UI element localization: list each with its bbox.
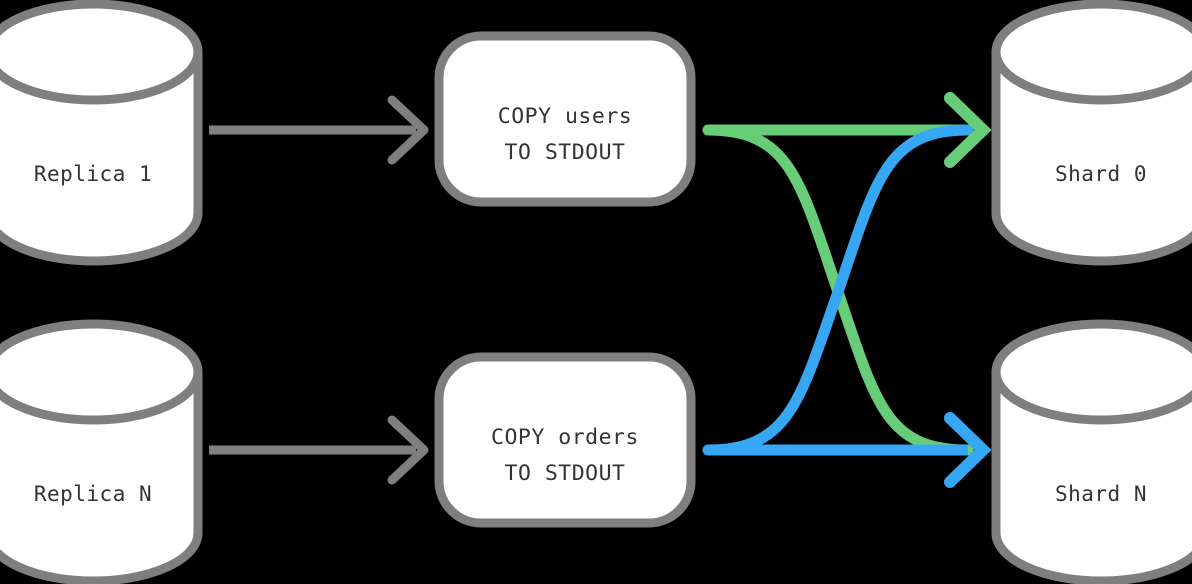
arrow-head xyxy=(387,415,429,485)
arrow-head xyxy=(387,95,429,165)
replica-n-body xyxy=(0,367,203,584)
connector-replica-n-to-copy-orders xyxy=(209,415,429,485)
replica-1-body xyxy=(0,47,203,266)
node-replica-1[interactable] xyxy=(0,0,203,266)
node-copy-users[interactable] xyxy=(434,31,696,207)
node-shard-0[interactable] xyxy=(991,0,1192,266)
shard-0-body xyxy=(991,47,1192,266)
shard-0-top-ellipse xyxy=(991,0,1192,105)
replica-1-top-ellipse xyxy=(0,0,203,105)
connector-orders-to-shard-0 xyxy=(702,124,974,456)
connector-replica-1-to-copy-users xyxy=(209,95,429,165)
node-shard-n[interactable] xyxy=(991,319,1192,584)
arrowhead-shard-n xyxy=(944,412,992,488)
shard-n-body xyxy=(991,367,1192,584)
node-replica-n[interactable] xyxy=(0,319,203,584)
node-copy-orders[interactable] xyxy=(434,352,696,528)
arrowhead-shard-0 xyxy=(944,92,992,168)
replica-n-top-ellipse xyxy=(0,319,203,425)
shard-n-top-ellipse xyxy=(991,319,1192,425)
